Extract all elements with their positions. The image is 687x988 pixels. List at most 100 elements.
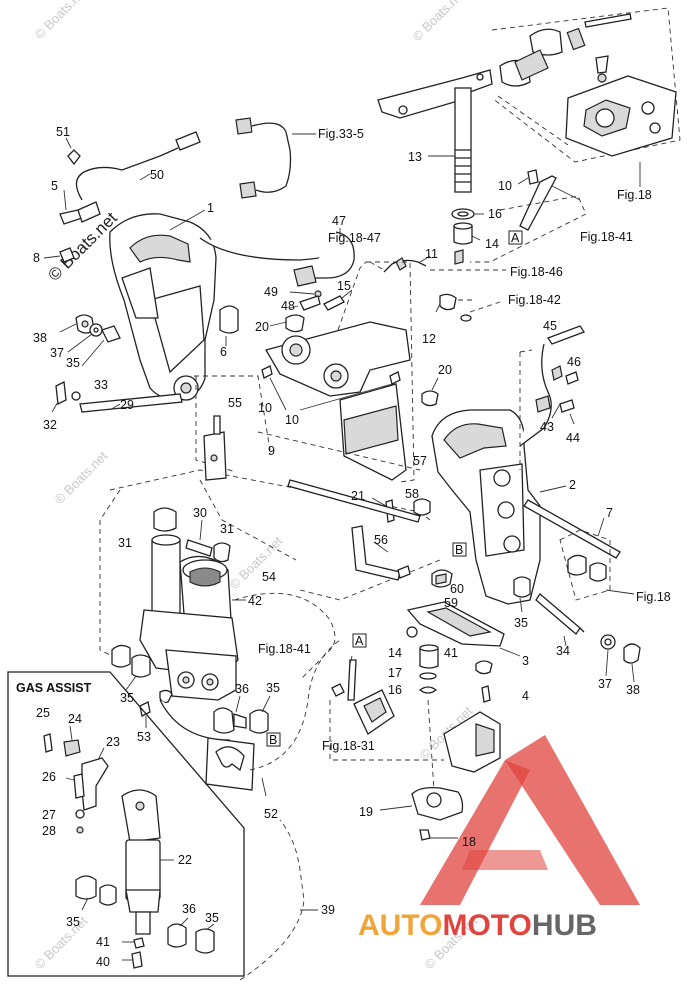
callout-37[interactable]: 37 (598, 677, 612, 691)
callout-15[interactable]: 15 (337, 279, 351, 293)
callout-22[interactable]: 22 (178, 853, 192, 867)
callout-1[interactable]: 1 (207, 201, 214, 215)
callout-35[interactable]: 35 (514, 616, 528, 630)
part-55 (203, 415, 227, 481)
callout-59[interactable]: 59 (444, 596, 458, 610)
callout-13[interactable]: 13 (408, 150, 422, 164)
callout-51[interactable]: 51 (56, 125, 70, 139)
callout-10[interactable]: 10 (498, 179, 512, 193)
callout-60[interactable]: 60 (450, 582, 464, 596)
callout-14[interactable]: 14 (388, 646, 402, 660)
callout-36[interactable]: 36 (235, 682, 249, 696)
callout-53[interactable]: 53 (137, 730, 151, 744)
callout-24[interactable]: 24 (68, 712, 82, 726)
callout-42[interactable]: 42 (248, 594, 262, 608)
callout-41[interactable]: 41 (444, 646, 458, 660)
callout-44[interactable]: 44 (566, 431, 580, 445)
callout-27[interactable]: 27 (42, 808, 56, 822)
callout-5[interactable]: 5 (51, 179, 58, 193)
watermark: © Boats.net (52, 448, 111, 507)
callout-38[interactable]: 38 (33, 331, 47, 345)
callout-29[interactable]: 29 (120, 398, 134, 412)
box-label-a: A (511, 231, 520, 245)
callout-26[interactable]: 26 (42, 770, 56, 784)
callout-18[interactable]: 18 (462, 835, 476, 849)
callout-31[interactable]: 31 (220, 522, 234, 536)
callout-31[interactable]: 31 (118, 536, 132, 550)
callout-55[interactable]: 55 (228, 396, 242, 410)
callout-2[interactable]: 2 (569, 478, 576, 492)
callout-54[interactable]: 54 (262, 570, 276, 584)
part-7-shaft (523, 499, 635, 601)
figure-ref-fig18-31[interactable]: Fig.18-31 (322, 739, 375, 753)
callout-35[interactable]: 35 (120, 691, 134, 705)
part-10-top (470, 169, 587, 263)
callout-30[interactable]: 30 (193, 506, 207, 520)
part-14-17-16-lower (418, 644, 491, 703)
figure-ref-fig18-46[interactable]: Fig.18-46 (510, 265, 563, 279)
callout-16[interactable]: 16 (488, 207, 502, 221)
part-45-46-43-44 (519, 325, 585, 470)
callout-35[interactable]: 35 (205, 911, 219, 925)
callout-11[interactable]: 11 (425, 247, 438, 261)
part-3-plate (406, 601, 521, 675)
figure-ref-fig18[interactable]: Fig.18 (636, 590, 671, 604)
callout-28[interactable]: 28 (42, 824, 56, 838)
part-39-line (239, 819, 318, 981)
callout-8[interactable]: 8 (33, 251, 40, 265)
figure-ref-fig18-41[interactable]: Fig.18-41 (258, 642, 311, 656)
part-51-50-5-8 (43, 131, 353, 263)
callout-34[interactable]: 34 (556, 644, 570, 658)
callout-40[interactable]: 40 (96, 955, 110, 969)
callout-35[interactable]: 35 (66, 915, 80, 929)
callout-7[interactable]: 7 (606, 506, 613, 520)
callout-14[interactable]: 14 (485, 237, 499, 251)
parts-left-row (51, 305, 239, 413)
figure-ref-fig18-41[interactable]: Fig.18-41 (580, 230, 633, 244)
callout-23[interactable]: 23 (106, 735, 120, 749)
figure-ref-fig18-42[interactable]: Fig.18-42 (508, 293, 561, 307)
callout-36[interactable]: 36 (182, 902, 196, 916)
callout-56[interactable]: 56 (374, 533, 388, 547)
callout-6[interactable]: 6 (220, 345, 227, 359)
callout-33[interactable]: 33 (94, 378, 108, 392)
callout-32[interactable]: 32 (43, 418, 57, 432)
callout-16[interactable]: 16 (388, 683, 402, 697)
callout-39[interactable]: 39 (321, 903, 335, 917)
callout-35[interactable]: 35 (66, 356, 80, 370)
callout-17[interactable]: 17 (388, 666, 402, 680)
callout-47[interactable]: 47 (332, 214, 346, 228)
callout-49[interactable]: 49 (264, 285, 278, 299)
callout-38[interactable]: 38 (626, 683, 640, 697)
callout-10[interactable]: 10 (285, 413, 299, 427)
figure-ref-fig18-47[interactable]: Fig.18-47 (328, 231, 381, 245)
callout-21[interactable]: 21 (351, 489, 365, 503)
callout-10[interactable]: 10 (258, 401, 272, 415)
callout-20[interactable]: 20 (438, 363, 452, 377)
callout-48[interactable]: 48 (281, 299, 295, 313)
callout-25[interactable]: 25 (36, 706, 50, 720)
callout-12[interactable]: 12 (422, 332, 436, 346)
callout-57[interactable]: 57 (413, 454, 427, 468)
callout-41[interactable]: 41 (96, 935, 110, 949)
callout-4[interactable]: 4 (522, 689, 529, 703)
gas-assist-title: GAS ASSIST (16, 681, 92, 695)
callout-9[interactable]: 9 (268, 444, 275, 458)
automotohub-logo: AUTOMOTOHUB (358, 735, 640, 942)
callout-43[interactable]: 43 (540, 420, 554, 434)
callout-37[interactable]: 37 (50, 346, 64, 360)
callout-52[interactable]: 52 (264, 807, 278, 821)
callout-50[interactable]: 50 (150, 168, 164, 182)
callout-19[interactable]: 19 (359, 805, 373, 819)
callout-46[interactable]: 46 (567, 355, 581, 369)
figure-ref[interactable]: Fig.18 (617, 188, 652, 202)
figure-ref-fig33-5[interactable]: Fig.33-5 (318, 127, 364, 141)
callout-45[interactable]: 45 (543, 319, 557, 333)
callout-3[interactable]: 3 (522, 654, 529, 668)
callout-35[interactable]: 35 (266, 681, 280, 695)
callout-58[interactable]: 58 (405, 487, 419, 501)
box-label-b: B (269, 733, 277, 747)
callout-20[interactable]: 20 (255, 320, 269, 334)
logo-text-moto: MOTO (442, 909, 531, 942)
